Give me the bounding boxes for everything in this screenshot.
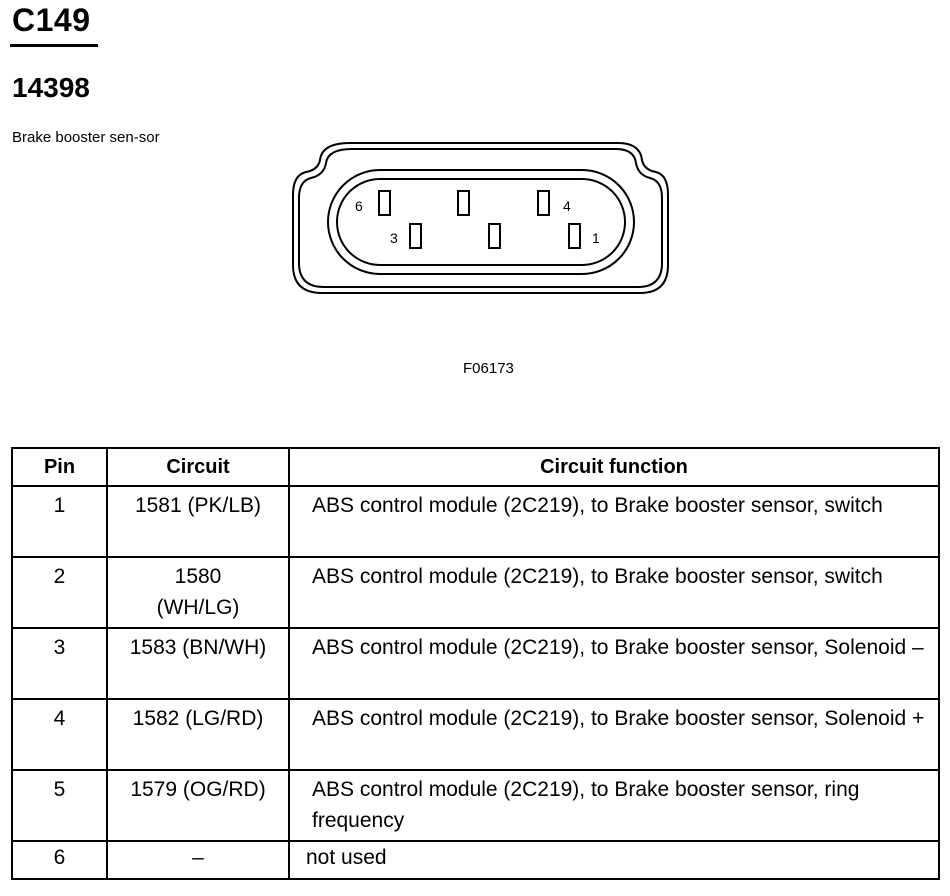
circuit-cell: 1579 (OG/RD) [106,769,290,842]
column-header-circuit: Circuit [106,447,290,487]
circuit-cell: 1583 (BN/WH) [106,627,290,700]
table-row: 4 1582 (LG/RD) ABS control module (2C219… [11,698,940,771]
terminal-pin-3 [409,223,422,249]
terminal-pin-4 [537,190,550,216]
function-cell: ABS control module (2C219), to Brake boo… [288,769,940,842]
connector-id: C149 [12,2,91,38]
pin-cell: 6 [11,840,108,880]
circuit-cell: 1581 (PK/LB) [106,485,290,558]
connector-housing [327,169,635,275]
function-cell: ABS control module (2C219), to Brake boo… [288,556,940,629]
connector-housing-inner [336,178,626,266]
pin-label-1: 1 [592,230,600,246]
table-row: 5 1579 (OG/RD) ABS control module (2C219… [11,769,940,842]
table-row: 6 – not used [11,840,940,880]
pin-cell: 3 [11,627,108,700]
connector-outer-shell-inner [298,148,663,288]
connector-id-underline [10,44,98,47]
column-header-pin: Pin [11,447,108,487]
function-cell: ABS control module (2C219), to Brake boo… [288,627,940,700]
table-row: 1 1581 (PK/LB) ABS control module (2C219… [11,485,940,558]
function-cell: ABS control module (2C219), to Brake boo… [288,485,940,558]
circuit-cell: – [106,840,290,880]
terminal-pin-1 [568,223,581,249]
table-row: 2 1580 (WH/LG) ABS control module (2C219… [11,556,940,629]
connector-outer-shell [292,142,669,294]
table-row: 3 1583 (BN/WH) ABS control module (2C219… [11,627,940,700]
connector-face-drawing: 6 4 3 1 [292,142,669,294]
function-cell: not used [288,840,940,880]
pin-label-3: 3 [390,230,398,246]
terminal-pin-5 [457,190,470,216]
function-cell: ABS control module (2C219), to Brake boo… [288,698,940,771]
pin-label-4: 4 [563,198,571,214]
pinout-table: Pin Circuit Circuit function 1 1581 (PK/… [11,447,940,880]
pin-label-6: 6 [355,198,363,214]
table-header-row: Pin Circuit Circuit function [11,447,940,487]
part-number: 14398 [12,72,90,103]
pin-cell: 5 [11,769,108,842]
description-text: Brake booster sen-sor [12,129,160,146]
connector-description: Brake booster sen-sor [12,127,172,149]
pin-cell: 1 [11,485,108,558]
terminal-pin-6 [378,190,391,216]
terminal-pin-2 [488,223,501,249]
pin-cell: 4 [11,698,108,771]
circuit-cell: 1582 (LG/RD) [106,698,290,771]
figure-code: F06173 [463,360,514,377]
circuit-cell: 1580 (WH/LG) [106,556,290,629]
pin-cell: 2 [11,556,108,629]
column-header-function: Circuit function [288,447,940,487]
